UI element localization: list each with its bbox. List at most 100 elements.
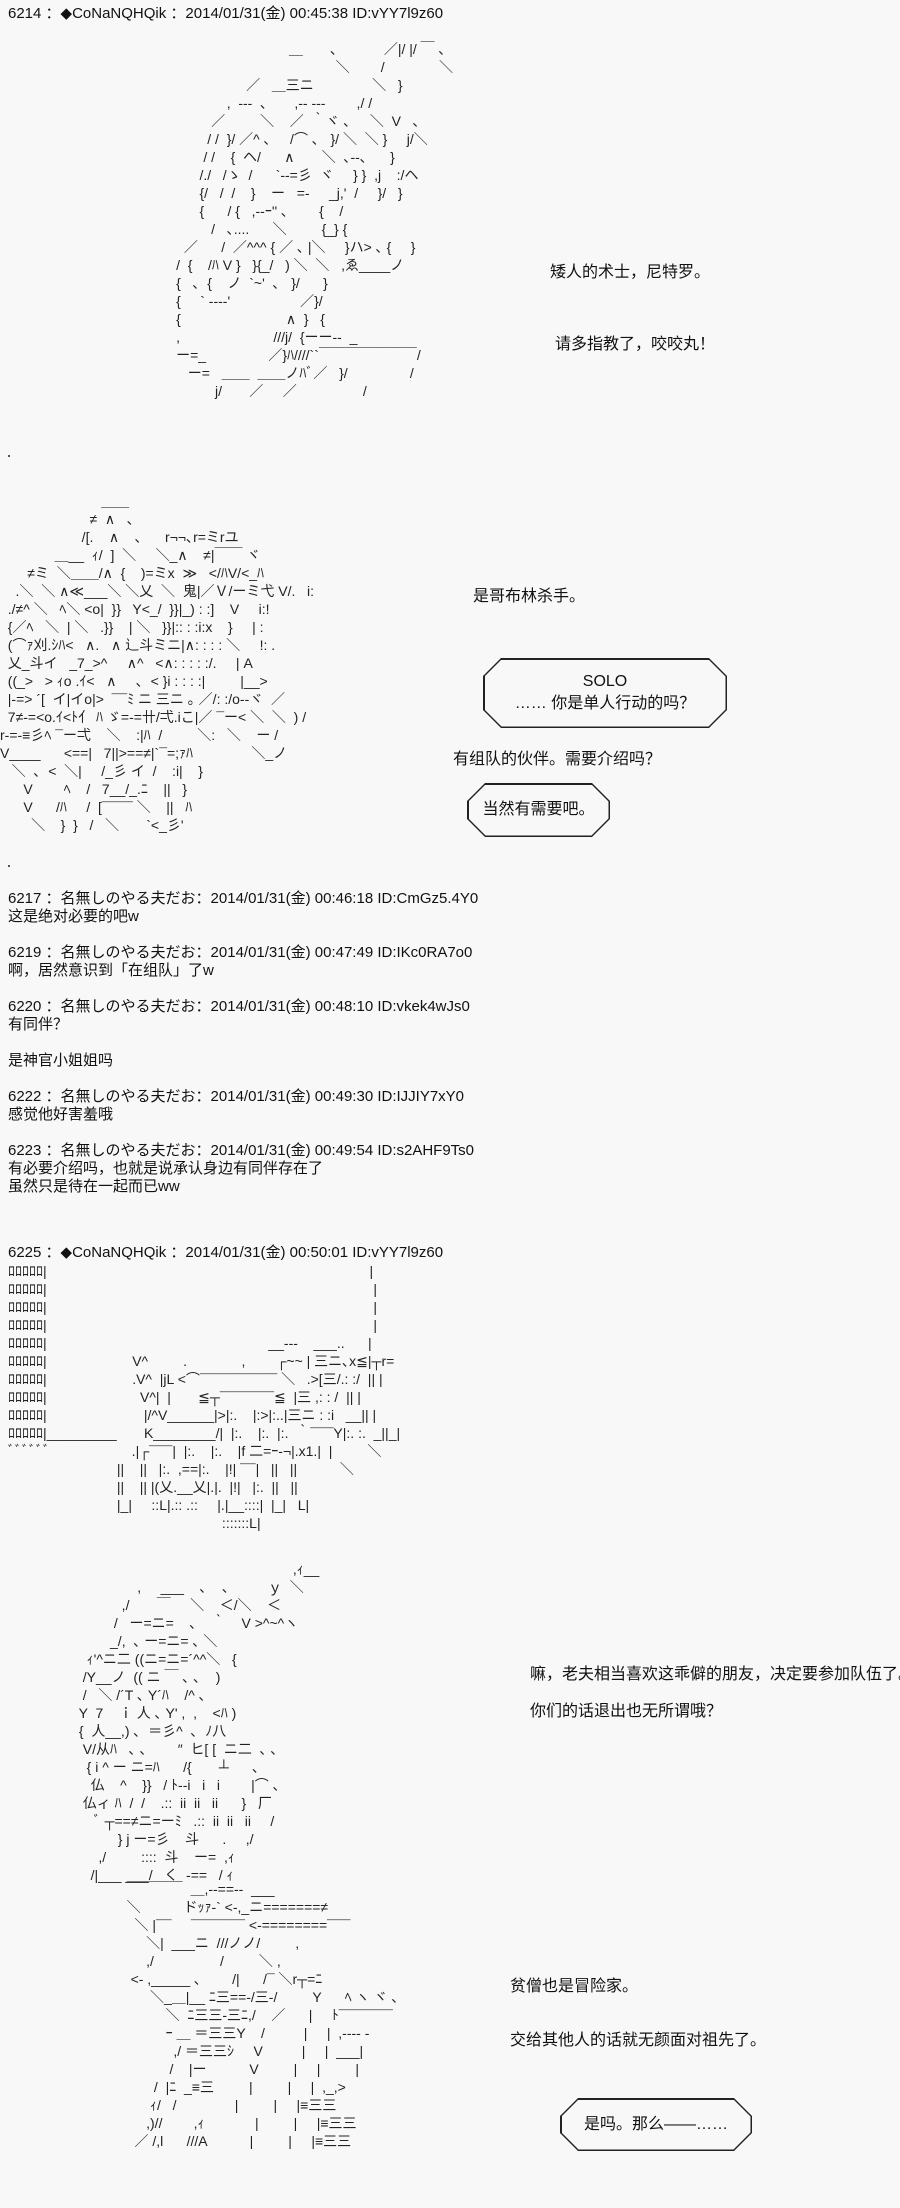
separator-dot [8, 455, 10, 457]
post-body: 是神官小姐姐吗 [8, 1052, 114, 1069]
ascii-art-line: 乂_斗イ _7_>^ ∧^ <∧: : : : :/. | A [0, 655, 253, 671]
ascii-art-line: ＼ / ＼ [110, 59, 454, 75]
bubble-text: …… 你是单人行动的吗？ [514, 695, 696, 712]
post-body: 虽然只是待在一起而已ww [8, 1178, 180, 1195]
ascii-art-line: { ∧ } { [110, 311, 325, 327]
ascii-art-line: ＼ ﾆ三三-三ﾆ,/ ／ | ﾄ¯¯¯¯¯¯¯ [80, 2007, 393, 2023]
ascii-art-line: r-=-≡彡ﾍ ¯ー弌 ＼ :|ﾊ / ＼: ＼ ー / [0, 727, 279, 743]
ascii-art-line: /./ /ゝ / `--=彡 ヾ } } ,j :/ヘ [110, 167, 419, 183]
ascii-art-line: / ､.... ＼ {_} { [110, 221, 348, 237]
ascii-art-line: ＼ |¯¯ ¯¯¯¯¯¯¯ <-========¯¯¯ [80, 1917, 351, 1933]
speech-bubble-final: 是吗。那么——…… [560, 2098, 752, 2151]
ascii-art-line: ｨ/ / | | |≡三三 [80, 2097, 337, 2113]
post-header-6217: 6217 ：名無しのやる夫だお：2014/01/31(金) 00:46:18 I… [8, 890, 479, 907]
ascii-art-line: || || |:. ,==|:. |!| ¯¯| || || ＼ [8, 1461, 354, 1477]
ascii-art-line: 7≠-=<o.ｲ<ﾄ亻 ﾊ ゞ=-=卄/弌.iこ|／ ¯ー< ＼ ＼ ) / [0, 709, 307, 725]
ascii-art-line: ﾛﾛﾛﾛﾛ| | [8, 1263, 374, 1279]
post-body: 感觉他好害羞哦 [8, 1106, 114, 1123]
ascii-art-line: ﾛﾛﾛﾛﾛ| | [8, 1299, 378, 1315]
ascii-art-line: ﾞﾞﾞﾞﾞﾞ .|┌¯¯¯| |:. |:. |f 二=ｰ-¬|.x1.| | … [8, 1443, 382, 1459]
ascii-art-line: ,/ ￣ ＼ ＜/＼ ＜ [40, 1597, 282, 1613]
separator-dot [8, 865, 10, 867]
ascii-art-line: ,/ ＝三三ｼ V | | ___| [80, 2043, 364, 2059]
ascii-art-line: ((_> > ｨo .ｲ< ∧ ､ < }i : : : :| |__> [0, 673, 268, 689]
speech-bubble-reply: 当然有需要吧。 [467, 783, 610, 837]
post-body: 有必要介绍吗，也就是说承认身边有同伴存在了 [8, 1160, 324, 1177]
post-header-6225: 6225 ：◆CoNaNQHQik ：2014/01/31(金) 00:50:0… [8, 1244, 444, 1261]
ascii-art-line: |-=> ´[ イ|イo|> ¯¯ﾐ ニ 三ニ ｡ ／/: :/o--ヾ ／ [0, 691, 286, 707]
ascii-art-monk: ￣￣￣￣ ＿,--==-- ___ ＼ ドｯｧ-` <-,_ニ=======≠ … [80, 1880, 399, 2150]
ascii-art-line: ,/ :::: 斗 ー= ,ｨ [40, 1849, 235, 1865]
ascii-art-line: / / }/ ／^ ､ /⌒ ､ }/ ＼ ＼ } j/＼ [110, 131, 428, 147]
post-header-6223: 6223 ：名無しのやる夫だお：2014/01/31(金) 00:49:54 I… [8, 1142, 475, 1159]
ascii-art-line: { i ^ ー ニ=ﾊ /{ ┴ ､ [40, 1759, 260, 1775]
ascii-art-line: ,)// ,ｨ | | |≡三三 [80, 2115, 357, 2131]
post-header-6214: 6214 ：◆CoNaNQHQik ：2014/01/31(金) 00:45:3… [8, 5, 444, 22]
ascii-art-line: ＼ ドｯｧ-` <-,_ニ=======≠ [80, 1899, 329, 1915]
ascii-art-line: /[. ∧ ､ r¬¬､r=ミrユ [0, 529, 239, 545]
ascii-art-line: V____ <==| 7||>==≠|`¯=;ｧﾊ ＼_ノ [0, 745, 288, 761]
ascii-art-line: _/, ､ ー=ニ= ､ ＼ [40, 1633, 218, 1649]
bubble-text: 是吗。那么——…… [583, 2115, 728, 2133]
dialogue-line: 你们的话退出也无所谓哦？ [530, 1703, 723, 1720]
ascii-art-line: { 人__,) ､ ＝彡^ ､ ﾉ八 [40, 1723, 227, 1739]
ascii-art-dwarf: ＿ ､ ／|/ |/ ￣ ､ ＼ / ＼ ／ ＿三ニ ＼ } [110, 40, 453, 400]
dialogue-line: 嘛，老夫相当喜欢这乖僻的朋友，决定要参加队伍了。 [530, 1666, 900, 1683]
ascii-art-line: ﾛﾛﾛﾛﾛ| .V^ |jL <⌒¯¯¯¯¯¯¯¯¯¯ ＼ .>[三/.: :/… [8, 1371, 383, 1387]
ascii-art-line: V /ﾊ / [¯¯¯¯ ＼ || ﾊ [0, 799, 193, 815]
ascii-art-line: ー=_ ／}ﾊ////``￣￣￣￣￣￣￣/ [110, 347, 421, 363]
ascii-art-line: |_| ::L|.:: .:: |.|__::::| |_| L| [8, 1497, 310, 1513]
ascii-art-line: ﾛﾛﾛﾛﾛ| __--- ___.. | [8, 1335, 372, 1351]
ascii-art-line: ≠ ∧ ､ [0, 511, 134, 527]
ascii-art-line: , ___ ､ ､ ｙ ＼ [40, 1579, 304, 1595]
ascii-art-line: / |ー V | | | [80, 2061, 360, 2077]
ascii-art-line: ＼ ､ < ＼| /_彡 イ / :i| } [0, 763, 203, 779]
ascii-art-line: ＿ ､ ／|/ |/ ￣ ､ [110, 41, 446, 57]
ascii-art-line: / / { ヘ/ ∧ ＼ ､--､ } [110, 149, 395, 165]
ascii-art-line: ／ /,l ///A | | |≡三三 [80, 2133, 352, 2149]
ascii-art-line: :::::::L| [8, 1515, 261, 1531]
ascii-art-line: 仏ィ ﾊ / / .:: ii ii ii } 厂 [40, 1795, 272, 1811]
ascii-art-line: { / { ,--ｰ'' ､ { / [110, 203, 344, 219]
ascii-art-line: <- ,_____ ､ /| /¯ ＼r┬=ﾆ [80, 1971, 323, 1987]
ascii-art-goblin-slayer: ＿＿ ≠ ∧ ､ /[. ∧ ､ r¬¬､r=ミrユ ＿__ ｨ/ ] ＼ ＼_… [0, 492, 314, 834]
post-body: 啊，居然意识到「在组队」了w [8, 962, 214, 979]
post-header-6222: 6222 ：名無しのやる夫だお：2014/01/31(金) 00:49:30 I… [8, 1088, 465, 1105]
ascii-art-line: ﾞ ┬==≠ニ=ーﾐ .:: ii ii ii / [40, 1813, 275, 1829]
ascii-art-line: / { /ﾊ V } }{_/ ) ＼ ＼ ,ゑ____ノ [110, 257, 405, 273]
ascii-art-tavern: ﾛﾛﾛﾛﾛ| |ﾛﾛﾛﾛﾛ| |ﾛﾛﾛﾛﾛ| [8, 1262, 400, 1532]
ascii-art-line: ﾛﾛﾛﾛﾛ| | [8, 1281, 378, 1297]
ascii-art-line: ／ / ／^^^ { ／ ､ |＼ }ハ> ､ { } [110, 239, 416, 255]
ascii-art-line: / ＼ /´T ､ Y´ﾊ /^ ､ [40, 1687, 206, 1703]
ascii-art-line: ＼ } } / ＼ `<_彡' [0, 817, 184, 833]
dialogue-line: 贫僧也是冒险家。 [510, 1978, 639, 1995]
ascii-art-line: j/ ／ ／ / [110, 383, 367, 399]
ascii-art-line: ＼_＿|__ ﾆ三==-/三-/ Y ﾍ ヽ ヾ ､ [80, 1989, 399, 2005]
ascii-art-line: .＼ ＼ ∧≪___＼ ＼乂 ＼ 鬼|／Ｖ/ーミ弋 V/. i: [0, 583, 315, 599]
post-body: 有同伴？ [8, 1016, 69, 1033]
ascii-art-line: ￣￣￣￣ ＿,--==-- ___ [80, 1881, 275, 1897]
bubble-text: SOLO [582, 673, 628, 690]
ascii-art-line: /|___ ___/ く -== / ｨ [40, 1867, 234, 1883]
post-header-6220: 6220 ：名無しのやる夫だお：2014/01/31(金) 00:48:10 I… [8, 998, 470, 1015]
ascii-art-line: / |ﾆ _≡三 | | | ,_,> [80, 2079, 346, 2095]
ascii-art-line: || || |(乂.__乂|.|. |!| |:. || || [8, 1479, 298, 1495]
ascii-art-line: ／ ＼ ／ ｀ヾ ､ ＼ V ､ [110, 113, 420, 129]
bubble-text: 当然有需要吧。 [482, 801, 595, 818]
ascii-art-line: /Y__ノ (( ニ ￣ ､ ､ ) [40, 1669, 221, 1685]
dialogue-line: 有组队的伙伴。需要介绍吗？ [453, 751, 662, 768]
ascii-art-lizardman: ,ｨ__ , ___ ､ ､ ｙ ＼ ,/ ￣ ＼ ＜/＼ ＜ / ー=ニ= ､… [40, 1560, 320, 1884]
post-body: 这是绝对必要的吧w [8, 908, 139, 925]
ascii-art-line: ＿＿ [0, 493, 130, 509]
ascii-art-line: ,ｨ__ [40, 1561, 320, 1577]
ascii-art-line: ｨ'^ニ二 ((ニ=ニ=´^^＼ { [40, 1651, 237, 1667]
ascii-art-line: 仏 ^ }} / ﾄ-‐i i i |⌒ ､ [40, 1777, 280, 1793]
ascii-art-line: , ///j/ {ーー-- _ [110, 329, 358, 345]
dialogue-line: 矮人的术士，尼特罗。 [550, 264, 711, 281]
ascii-art-line: , --- ､ ,-- --- ,/ / [110, 95, 373, 111]
ascii-art-line: V ﾍ / 7__/_.ﾆ || } [0, 781, 188, 797]
ascii-art-line: ﾛﾛﾛﾛﾛ|_________ K________/| |:. |:. |:. … [8, 1425, 401, 1441]
ascii-art-line: } j ー=彡 斗 . ,/ [40, 1831, 254, 1847]
ascii-art-line: {/ / / } ー =- _j,' / }/ } [110, 185, 403, 201]
dialogue-line: 交给其他人的话就无颜面对祖先了。 [510, 2032, 767, 2049]
